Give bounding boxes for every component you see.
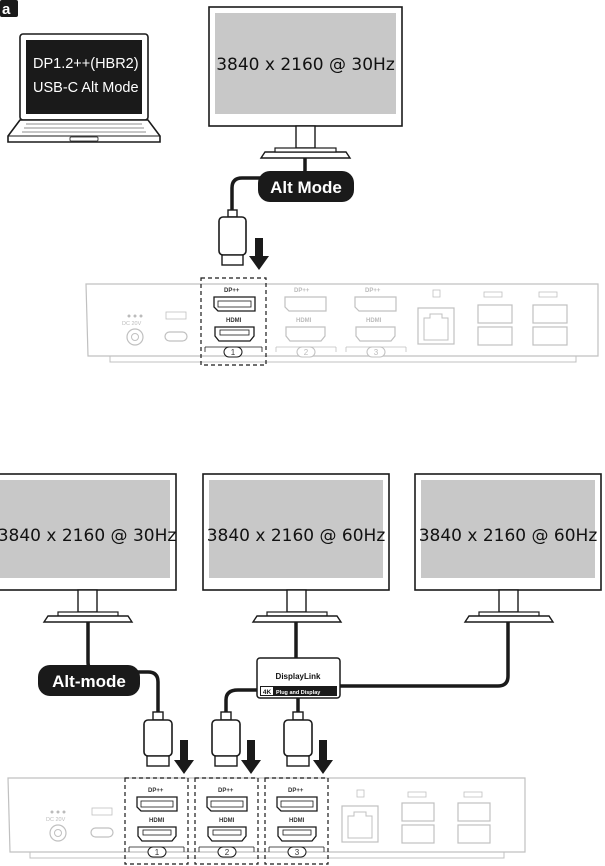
top-hdmi-label-1: HDMI xyxy=(226,318,242,324)
top-monitor-screen xyxy=(215,13,396,114)
bottom-connector-2 xyxy=(211,711,241,767)
top-alt-mode-badge: Alt Mode xyxy=(258,171,354,202)
bottom-arrow-1 xyxy=(174,740,194,774)
bottom-port-number-3: 3 xyxy=(295,848,300,857)
top-dp-label-2: DP++ xyxy=(294,288,310,294)
top-arrow xyxy=(249,238,269,270)
top-dp-port-1 xyxy=(213,296,256,312)
bottom-port-number-2: 2 xyxy=(225,848,230,857)
bottom-badge-label: Alt-mode xyxy=(52,672,126,691)
bottom-connector-1 xyxy=(143,711,173,767)
top-port-number-1: 1 xyxy=(231,348,236,357)
top-dp-label-3: DP++ xyxy=(365,288,381,294)
bottom-arrow-2 xyxy=(241,740,261,774)
displaylink-adapter: DisplayLink 4K Plug and Display xyxy=(256,657,341,699)
top-port-group-1-highlight xyxy=(200,277,267,366)
bottom-dc-label: DC 20V xyxy=(46,817,66,823)
panel-letter: a xyxy=(2,1,11,18)
bottom-dp-label-1: DP++ xyxy=(148,788,164,794)
bottom-port-group-2-highlight xyxy=(194,777,259,865)
bottom-monitor-3: 3840 x 2160 @ 60Hz xyxy=(414,473,602,623)
laptop-line2: USB-C Alt Mode xyxy=(33,80,139,96)
bottom-monitor-1-resolution: 3840 x 2160 @ 30Hz xyxy=(0,526,176,546)
top-monitor-resolution: 3840 x 2160 @ 30Hz xyxy=(216,55,395,75)
displaylink-name: DisplayLink xyxy=(276,672,321,681)
bottom-alt-mode-badge: Alt-mode xyxy=(38,665,140,696)
bottom-monitor-2-resolution: 3840 x 2160 @ 60Hz xyxy=(207,526,386,546)
bottom-connector-3 xyxy=(283,711,313,767)
bottom-arrow-3 xyxy=(313,740,333,774)
panel-letter-badge: a xyxy=(0,0,18,18)
bottom-monitor-3-resolution: 3840 x 2160 @ 60Hz xyxy=(419,526,598,546)
top-monitor: 3840 x 2160 @ 30Hz xyxy=(208,6,403,159)
displaylink-tagline: Plug and Display xyxy=(276,690,321,696)
top-hdmi-port-1 xyxy=(214,326,255,342)
bottom-monitor-1: 3840 x 2160 @ 30Hz xyxy=(0,473,177,623)
bottom-dp-label-3: DP++ xyxy=(288,788,304,794)
top-dc-label: DC 20V xyxy=(122,321,142,327)
bottom-hdmi-label-1: HDMI xyxy=(149,818,165,824)
top-dp-label-1: DP++ xyxy=(224,288,240,294)
bottom-hdmi-label-3: HDMI xyxy=(289,818,305,824)
bottom-monitor-2: 3840 x 2160 @ 60Hz xyxy=(202,473,390,623)
top-port-number-2: 2 xyxy=(304,348,309,357)
bottom-port-group-3-highlight xyxy=(264,777,329,865)
displaylink-4k-badge: 4K xyxy=(263,689,272,696)
bottom-port-number-1: 1 xyxy=(155,848,160,857)
bottom-dock: DC 20V DP++ HDMI 1 DP++ HDMI 2 DP++ HDMI xyxy=(7,777,526,865)
top-badge-label: Alt Mode xyxy=(270,178,342,197)
laptop-line1: DP1.2++(HBR2) xyxy=(33,56,139,72)
bottom-dp-label-2: DP++ xyxy=(218,788,234,794)
laptop: DP1.2++(HBR2) USB-C Alt Mode xyxy=(7,33,161,143)
top-hdmi-label-2: HDMI xyxy=(296,318,312,324)
top-hdmi-label-3: HDMI xyxy=(366,318,382,324)
top-dock: DC 20V DP++ HDMI 1 DP++ HDMI 2 DP++ HDMI… xyxy=(85,277,599,366)
bottom-port-group-1-highlight xyxy=(124,777,189,865)
top-port-number-3: 3 xyxy=(374,348,379,357)
bottom-hdmi-label-2: HDMI xyxy=(219,818,235,824)
